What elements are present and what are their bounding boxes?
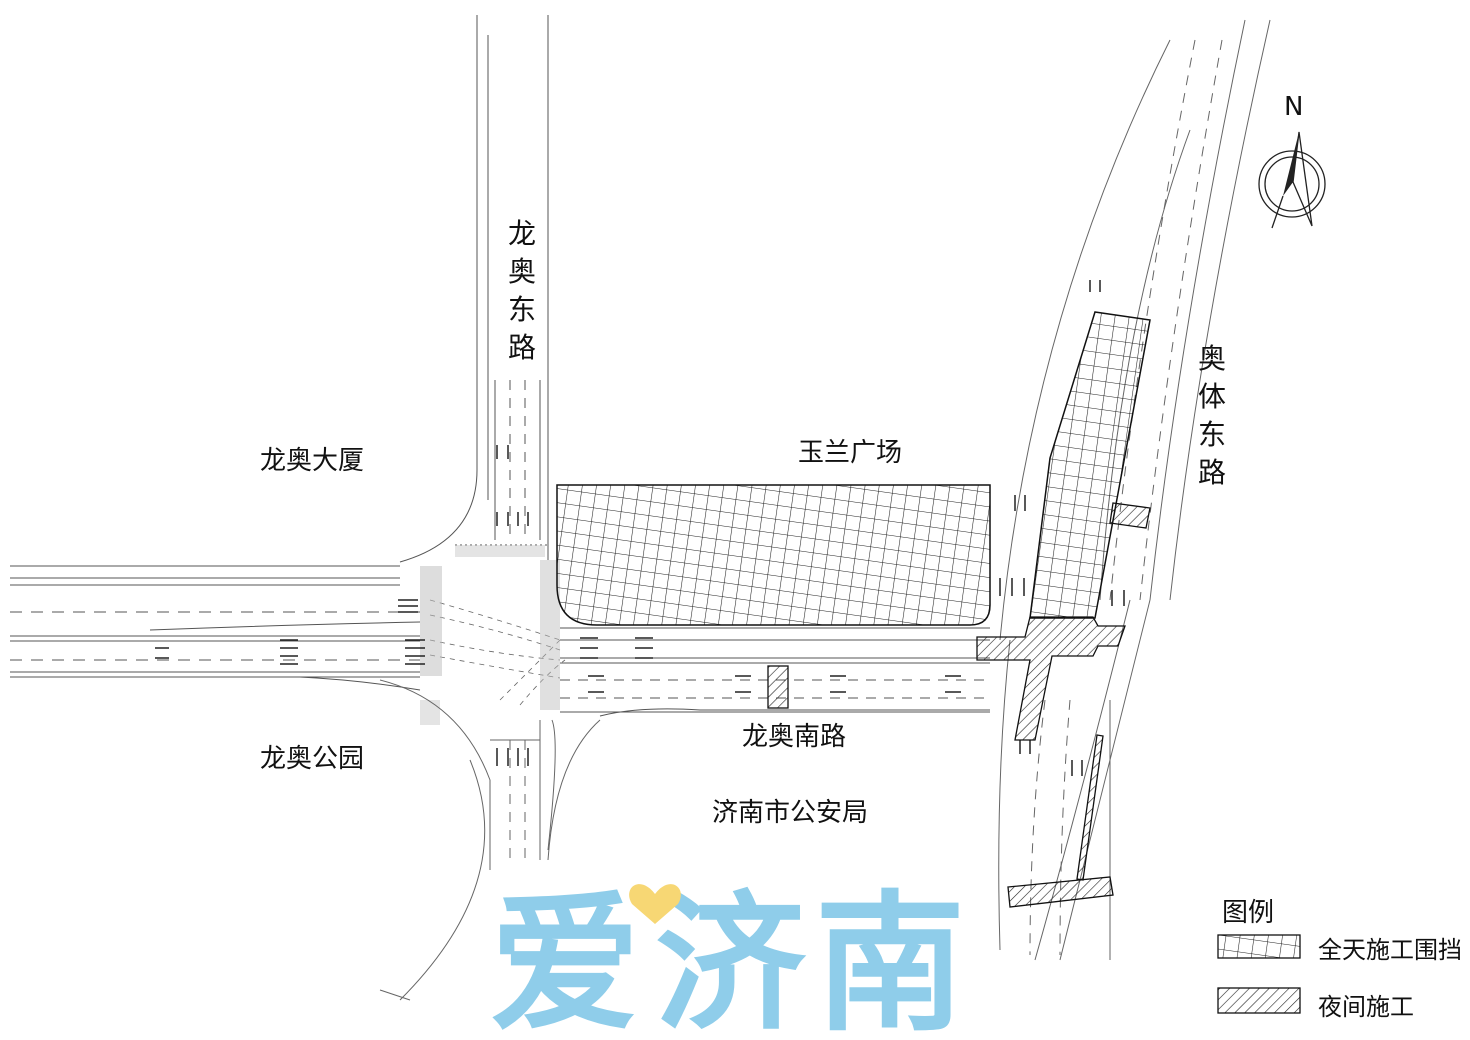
watermark-char-3: 南	[815, 878, 965, 1036]
label-public-security-bureau: 济南市公安局	[712, 798, 869, 828]
crosswalks	[420, 545, 560, 725]
label-longao-south-road: 龙奥南路	[742, 722, 847, 752]
aoti-east-road-lines	[998, 19, 1271, 961]
label-yulan-plaza: 玉兰广场	[798, 438, 903, 468]
watermark-heart-icon	[629, 884, 681, 924]
label-aoti-east-road: 奥 体 东 路	[1197, 342, 1226, 489]
watermark-char-1: 爱	[490, 878, 640, 1036]
all-day-enclosure-aoti	[1029, 311, 1151, 619]
watermark-logo: 爱 济 南	[490, 878, 965, 1036]
label-longao-east-road: 龙 奥 东 路	[507, 217, 536, 364]
all-day-enclosure-yulan	[556, 484, 991, 626]
west-road-lines	[10, 565, 421, 691]
legend-title: 图例	[1222, 898, 1275, 928]
watermark-char-2: 济	[655, 878, 807, 1036]
label-longao-building: 龙奥大厦	[260, 446, 365, 476]
legend-label-all-day: 全天施工围挡	[1318, 936, 1462, 964]
lane-arrows	[155, 280, 1125, 776]
legend-label-night: 夜间施工	[1318, 993, 1414, 1021]
night-construction-areas	[767, 502, 1151, 908]
label-longao-park: 龙奥公园	[260, 744, 365, 774]
intersection-lines	[429, 599, 566, 706]
legend-swatch-all-day	[1217, 934, 1301, 959]
compass-icon	[1258, 131, 1326, 229]
south-road-lines	[560, 627, 990, 717]
legend-swatch-night	[1217, 987, 1301, 1014]
longao-east-road-lines	[399, 15, 549, 563]
park-edge-lines	[379, 679, 601, 1001]
compass-north-label: N	[1284, 92, 1304, 122]
